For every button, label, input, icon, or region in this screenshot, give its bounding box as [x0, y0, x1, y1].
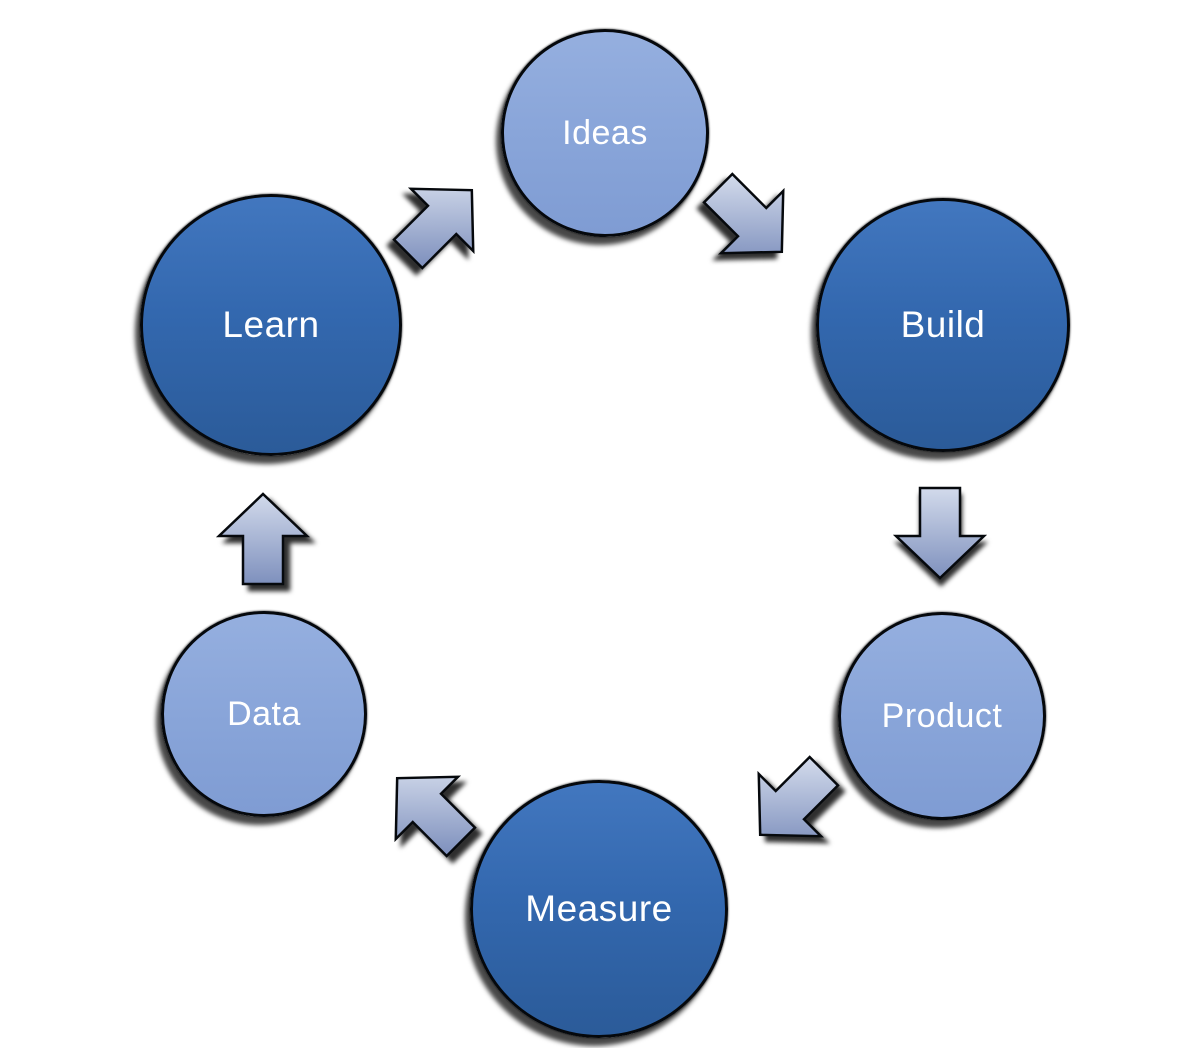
- node-learn: Learn: [140, 194, 402, 456]
- node-product: Product: [838, 612, 1046, 820]
- node-product-label: Product: [881, 696, 1003, 735]
- block-arrow-icon: [757, 755, 840, 838]
- node-ideas: Ideas: [501, 29, 709, 237]
- block-arrow-icon: [394, 775, 477, 858]
- block-arrow-icon: [392, 187, 475, 270]
- block-arrow-icon: [215, 492, 311, 586]
- arrow-ideas-to-build: [702, 172, 795, 264]
- arrow-learn-to-ideas: [392, 178, 485, 270]
- block-arrow-icon: [892, 486, 988, 580]
- node-data-label: Data: [227, 694, 301, 733]
- block-arrow-icon: [702, 172, 785, 255]
- arrow-measure-to-data: [384, 766, 477, 858]
- node-ideas-label: Ideas: [562, 113, 648, 152]
- node-learn-label: Learn: [222, 304, 320, 345]
- arrow-product-to-measure: [747, 755, 840, 847]
- node-data: Data: [161, 611, 367, 817]
- arrow-data-to-learn: [215, 492, 311, 586]
- node-measure: Measure: [470, 780, 728, 1038]
- node-build: Build: [816, 198, 1070, 452]
- node-measure-label: Measure: [525, 888, 673, 929]
- arrow-build-to-product: [892, 486, 988, 580]
- node-build-label: Build: [900, 304, 986, 345]
